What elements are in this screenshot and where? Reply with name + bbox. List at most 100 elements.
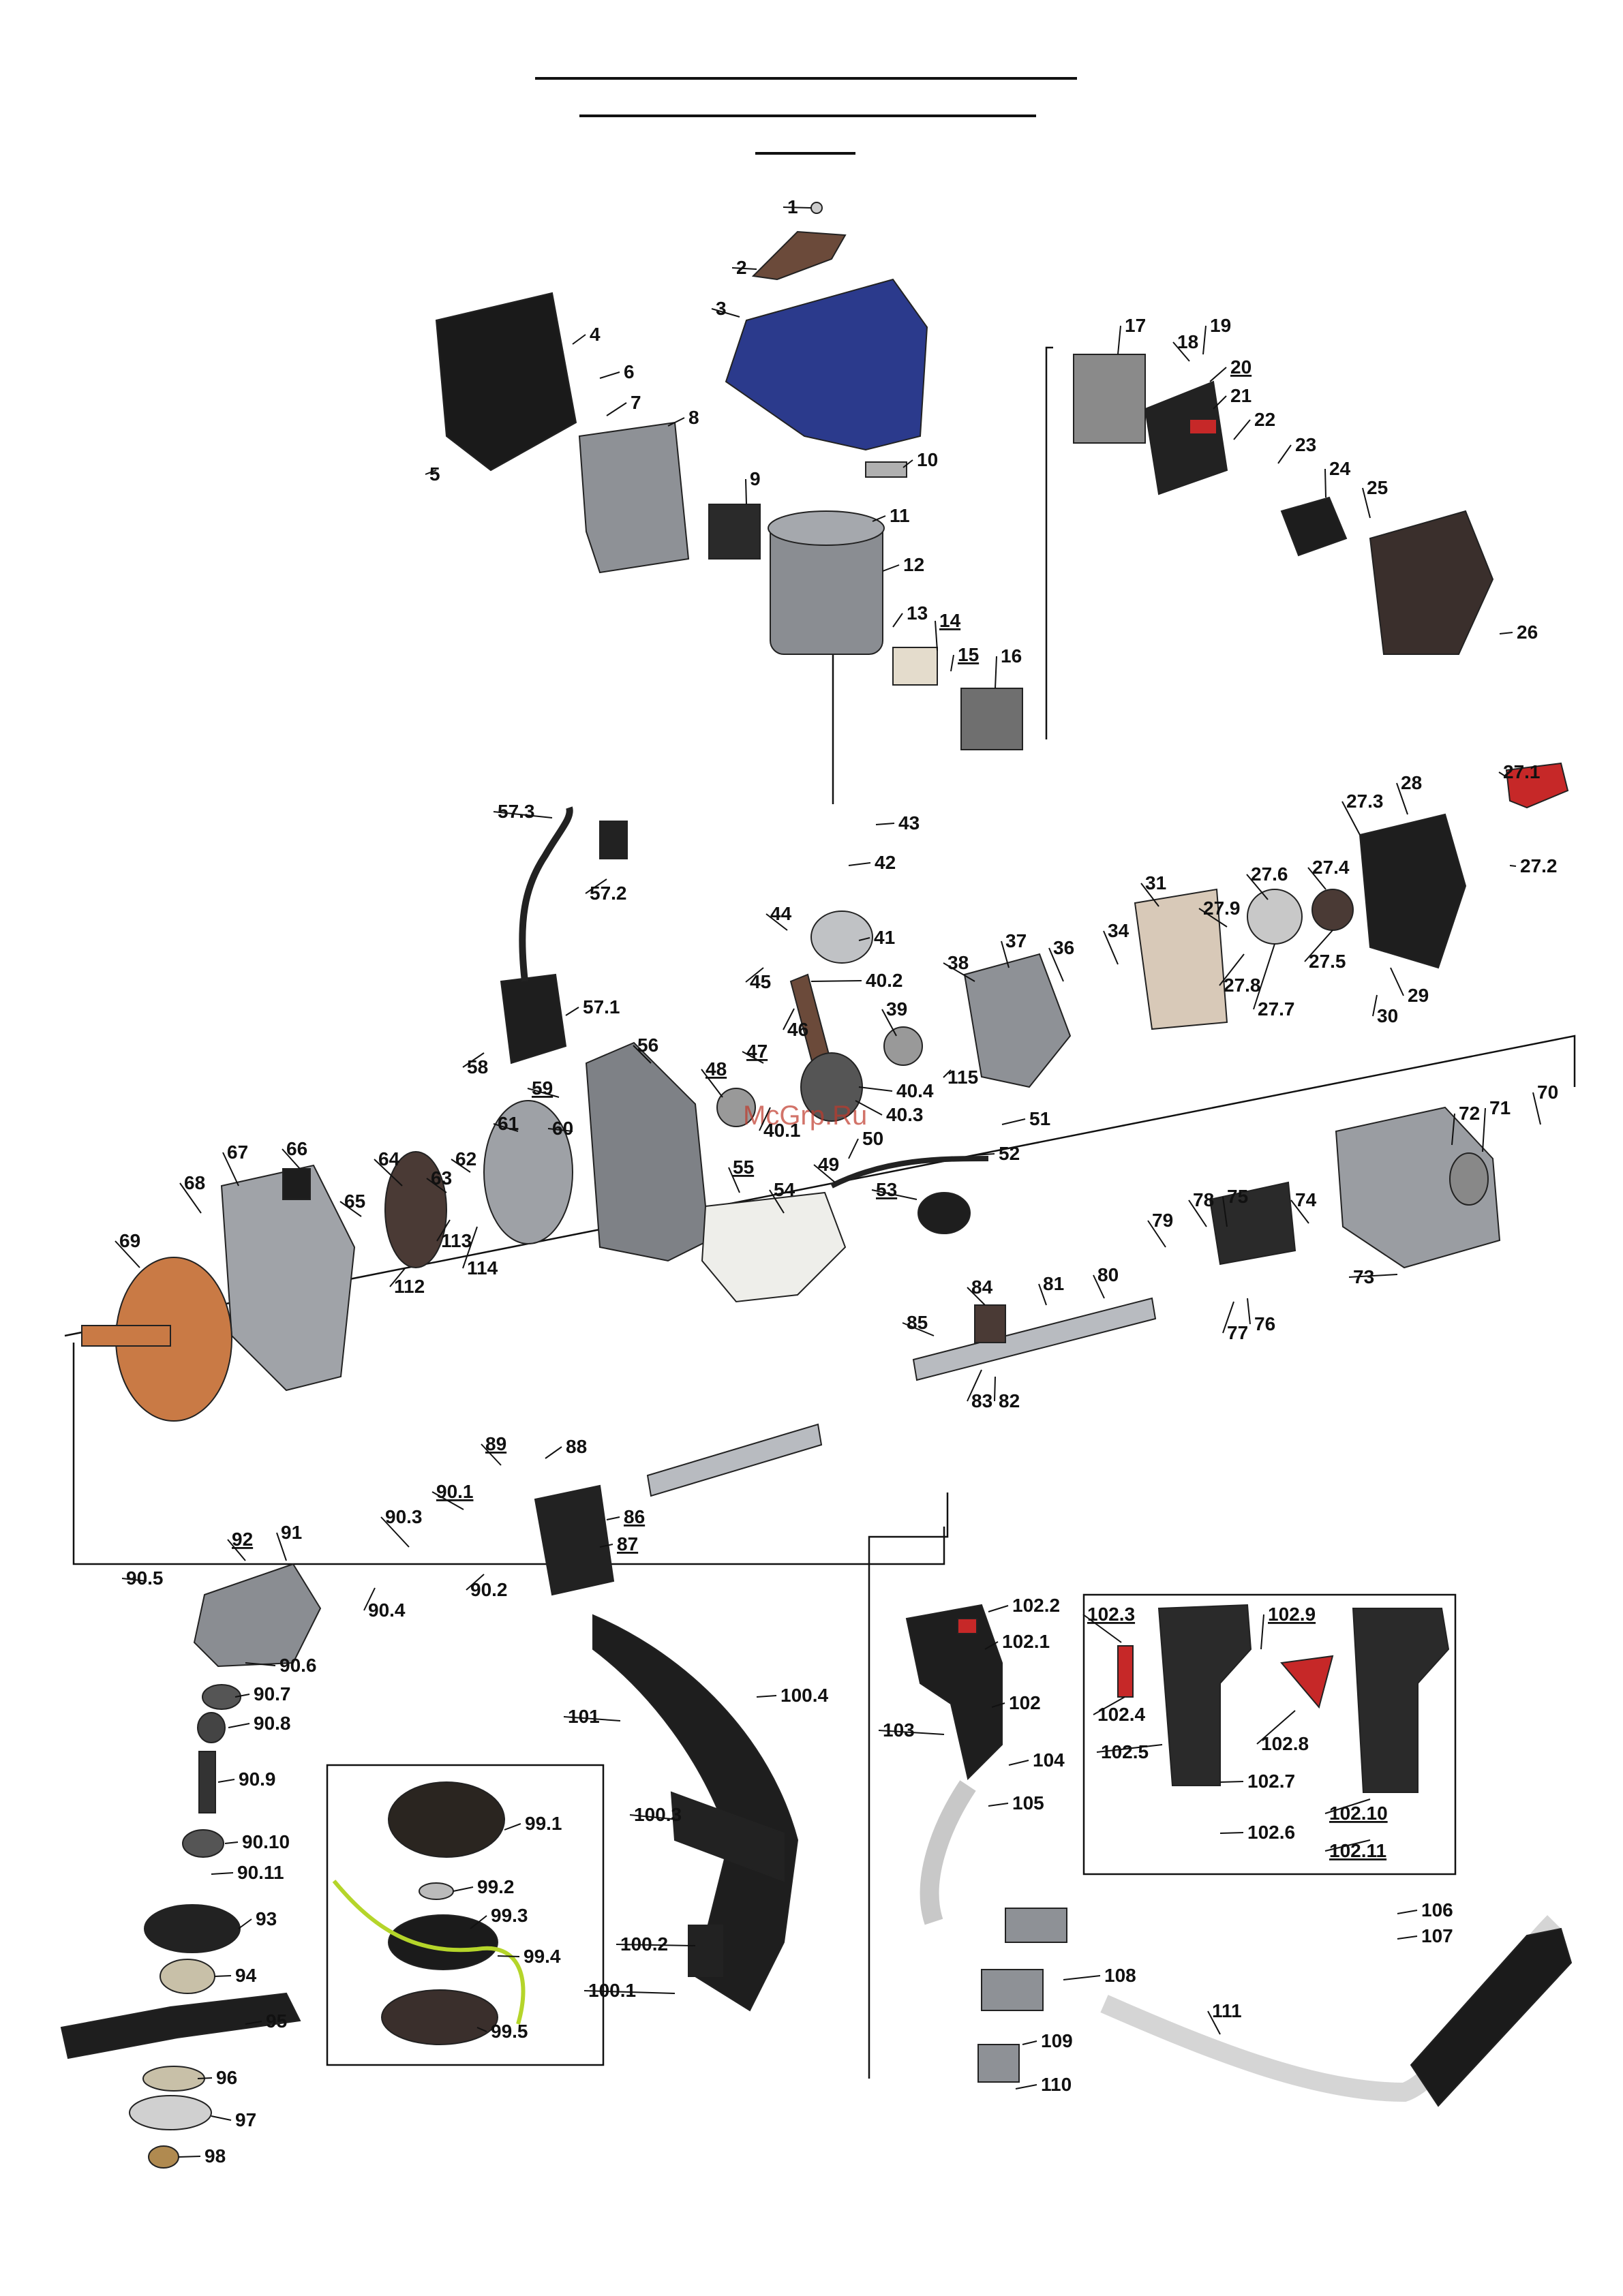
leader-line (363, 1587, 376, 1611)
part-number-label: 107 (1421, 1925, 1453, 1946)
part-callout-p54: 54 (769, 1179, 795, 1214)
part-callout-p55: 55 (728, 1157, 754, 1193)
leader-line (178, 2156, 201, 2158)
handle-detail-inset (1082, 1593, 1457, 1876)
leader-line (858, 937, 870, 941)
part-number-label: 21 (1230, 385, 1252, 406)
part-callout-p3: 3 (711, 298, 740, 319)
part-callout-p102_4: 102.4 (1093, 1696, 1145, 1725)
leader-line (228, 1723, 250, 1728)
leader-line (234, 1694, 250, 1698)
hv-lead (519, 806, 573, 982)
air-filter-cover (1369, 510, 1494, 655)
spool-spring (419, 1882, 454, 1900)
leader-line (1222, 1301, 1234, 1334)
part-number-label: 17 (1125, 315, 1146, 336)
part-callout-p62: 62 (451, 1148, 476, 1173)
blade (60, 1992, 301, 2060)
leader-line (711, 308, 740, 318)
part-number-label: 70 (1537, 1082, 1558, 1103)
part-number-label: 11 (890, 505, 910, 526)
leader-line (1103, 930, 1119, 965)
part-callout-p90_5: 90.5 (121, 1567, 164, 1589)
part-callout-p75: 75 (1222, 1186, 1248, 1227)
part-number-label: 96 (216, 2067, 237, 2088)
part-callout-p69: 69 (115, 1230, 140, 1268)
housing-bearing (1449, 1152, 1489, 1206)
gearbox-bearing (202, 1684, 241, 1710)
leader-line (882, 564, 900, 572)
part-callout-p67: 67 (222, 1142, 248, 1187)
leader-line (950, 654, 954, 672)
part-number-label: 71 (1489, 1097, 1511, 1118)
part-callout-p112: 112 (389, 1267, 425, 1297)
leader-line (872, 515, 886, 522)
leader-line (462, 1052, 485, 1068)
part-number-label: 38 (947, 952, 969, 973)
muffler-guard (435, 292, 577, 472)
part-number-label: 82 (999, 1390, 1020, 1411)
part-callout-p111: 111 (1207, 2000, 1242, 2035)
part-callout-p27_1: 27.1 (1498, 761, 1541, 782)
part-number-label: 109 (1041, 2030, 1073, 2051)
part-callout-p102_6: 102.6 (1219, 1822, 1295, 1843)
leader-line (282, 1148, 301, 1169)
crankcase-right (963, 953, 1072, 1088)
leader-line (783, 1008, 795, 1030)
part-number-label: 99.4 (524, 1946, 561, 1967)
part-callout-p38: 38 (943, 952, 975, 982)
part-number-label: 36 (1053, 937, 1074, 958)
spool-base (381, 1989, 498, 2045)
part-callout-p65: 65 (339, 1191, 365, 1217)
part-number-label: 24 (1329, 458, 1351, 479)
part-callout-p115: 115 (943, 1067, 978, 1088)
part-number-label: 93 (256, 1908, 277, 1929)
part-callout-p58: 58 (462, 1052, 488, 1077)
part-callout-p102_10: 102.10 (1324, 1798, 1388, 1824)
leader-line (1038, 1283, 1047, 1306)
part-callout-p27_9: 27.9 (1198, 898, 1241, 928)
blade-guard-plate (144, 1904, 241, 1953)
part-callout-p77: 77 (1222, 1301, 1248, 1343)
part-number-label: 99.1 (525, 1813, 562, 1834)
part-callout-p27_8: 27.8 (1219, 953, 1261, 996)
leader-line (1498, 771, 1507, 778)
part-number-label: 102.6 (1247, 1822, 1295, 1843)
engine-cover (725, 278, 928, 451)
part-number-label: 1 (787, 196, 798, 217)
part-number-label: 110 (1041, 2074, 1072, 2095)
leader-line (742, 1051, 764, 1064)
leader-line (1277, 444, 1292, 464)
leader-line (583, 1990, 676, 1994)
part-callout-p29: 29 (1390, 967, 1429, 1006)
part-callout-p23: 23 (1277, 434, 1316, 464)
part-callout-p47: 47 (742, 1041, 768, 1064)
part-callout-p90_1: 90.1 (431, 1481, 474, 1510)
part-callout-p31: 31 (1140, 872, 1166, 907)
part-callout-p18: 18 (1172, 331, 1198, 362)
leader-line (848, 1138, 859, 1159)
leader-line (497, 1955, 520, 1957)
part-number-label: 102.10 (1329, 1803, 1388, 1824)
part-callout-p68: 68 (179, 1172, 205, 1214)
leader-line (875, 823, 895, 825)
flywheel (483, 1100, 573, 1244)
part-callout-p36: 36 (1048, 937, 1074, 982)
part-number-label: 39 (886, 998, 907, 1020)
part-callout-p8: 8 (667, 407, 699, 428)
part-callout-p90_11: 90.11 (211, 1862, 284, 1883)
leader-line (606, 402, 627, 416)
leader-line (238, 1918, 252, 1929)
part-callout-p91: 91 (276, 1522, 302, 1561)
leader-line (493, 1123, 519, 1132)
leader-line (222, 1152, 239, 1187)
part-number-label: 105 (1012, 1792, 1044, 1813)
part-callout-p98: 98 (178, 2145, 226, 2167)
part-number-label: 114 (467, 1257, 498, 1279)
leader-line (902, 459, 913, 468)
part-callout-p59: 59 (527, 1077, 560, 1099)
leader-line (991, 1702, 1005, 1708)
part-callout-p6: 6 (599, 361, 635, 382)
clutch-housing (1335, 1106, 1501, 1269)
handle-half-inner (1157, 1604, 1252, 1786)
